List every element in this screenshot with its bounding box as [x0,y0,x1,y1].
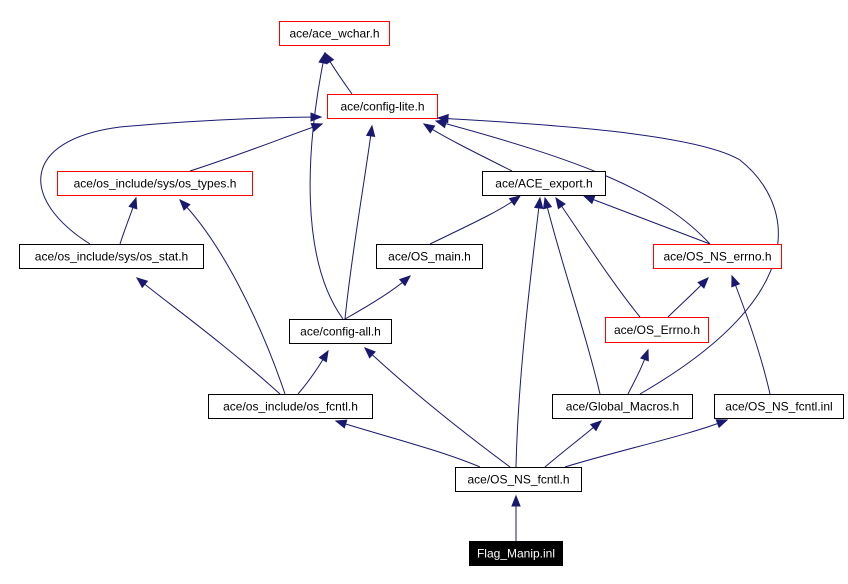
node-box [19,244,204,269]
node-os-ns-errno[interactable]: ace/OS_NS_errno.h [653,244,782,269]
node-os-stat[interactable]: ace/os_include/sys/os_stat.h [19,244,204,269]
node-label: ace/OS_NS_errno.h [663,250,771,264]
edge-os-types-to-config-lite [189,123,323,172]
node-global-macros[interactable]: ace/Global_Macros.h [552,394,693,419]
arrowhead-config-all-to-config-lite [365,124,376,138]
arrowhead-global-macros-to-os-errno [639,348,649,362]
edge-config-all-to-ace-wchar [309,52,344,320]
arrowhead-config-all-to-ace-wchar [318,51,328,65]
edge-os-ns-errno-to-ace-export [583,195,711,245]
node-box [57,171,253,196]
node-label: ace/OS_NS_fcntl.inl [725,400,832,414]
node-box [552,394,693,419]
node-box [327,94,438,119]
node-config-all[interactable]: ace/config-all.h [289,319,392,344]
edge-config-all-to-os-main [344,275,411,320]
node-os-fcntl[interactable]: ace/os_include/os_fcntl.h [208,394,373,419]
arrowhead-os-ns-errno-to-config-lite [434,119,448,129]
node-label: ace/os_include/sys/os_stat.h [35,250,188,264]
edge-os-ns-fcntl-h-to-global-macros [544,420,602,468]
node-box [279,21,390,46]
edge-os-main-to-ace-export [429,195,521,245]
edge-os-ns-fcntl-h-to-os-ns-fcntl-inl [564,419,728,468]
edge-config-all-to-config-lite [344,125,373,320]
arrowhead-os-fcntl-to-os-stat [135,277,149,289]
node-os-ns-fcntl-inl[interactable]: ace/OS_NS_fcntl.inl [714,394,844,419]
arrowhead-config-all-to-os-main [398,275,412,287]
arrowhead-os-types-to-config-lite [310,123,324,132]
edge-os-ns-fcntl-h-to-ace-export [515,197,541,468]
node-label: ace/config-all.h [300,325,381,339]
node-os-main[interactable]: ace/OS_main.h [376,244,483,269]
node-os-ns-fcntl-h[interactable]: ace/OS_NS_fcntl.h [455,467,582,492]
arrowhead-os-fcntl-to-os-types [179,199,191,211]
arrowhead-os-fcntl-to-config-all [318,349,329,363]
arrowhead-os-ns-fcntl-h-to-os-ns-fcntl-inl [715,419,729,429]
edge-ace-export-to-config-lite [423,123,513,172]
node-label: ace/ACE_export.h [495,177,592,191]
edge-global-macros-to-ace-export [544,197,601,395]
node-box [376,244,483,269]
edge-os-ns-fcntl-h-to-config-all [364,347,511,468]
arrowhead-os-ns-fcntl-h-to-ace-export [534,196,544,209]
arrowhead-ace-export-to-config-lite [422,123,436,134]
arrowhead-os-main-to-ace-export [508,195,522,206]
node-box [605,317,709,343]
edge-os-fcntl-to-os-stat [136,277,281,395]
arrowhead-os-stat-to-os-types [128,196,138,210]
node-label: ace/OS_NS_fcntl.h [467,473,569,487]
arrowhead-global-macros-to-config-lite [436,113,449,124]
edge-os-ns-fcntl-inl-to-os-ns-errno [731,275,771,395]
arrowhead-os-ns-fcntl-inl-to-os-ns-errno [731,274,741,288]
node-box [482,171,606,196]
arrowhead-os-ns-fcntl-h-to-global-macros [589,420,603,432]
arrowhead-os-ns-fcntl-h-to-config-all [364,347,376,359]
node-ace-wchar[interactable]: ace/ace_wchar.h [279,21,390,46]
edge-os-stat-to-config-lite [40,116,322,245]
arrowhead-os-errno-to-os-ns-errno [697,277,709,289]
node-box [208,394,373,419]
node-os-types[interactable]: ace/os_include/sys/os_types.h [57,171,253,196]
arrowhead-os-stat-to-config-lite [310,112,323,122]
edge-os-errno-to-ace-export [555,197,641,318]
node-box [714,394,844,419]
node-label: ace/OS_main.h [388,250,471,264]
arrowhead-os-ns-fcntl-h-to-os-fcntl [334,419,348,429]
node-box [469,541,563,566]
arrowhead-flag-manip-to-os-ns-fcntl-h [511,494,521,507]
graph-nodes: ace/ace_wchar.h ace/config-lite.h ace/os_i… [19,21,844,566]
edge-global-macros-to-config-lite [437,117,779,395]
node-label: ace/Global_Macros.h [566,400,679,414]
arrowhead-os-errno-to-ace-export [555,196,566,210]
graph-edges [40,51,779,541]
edge-os-ns-errno-to-config-lite [435,120,711,245]
node-ace-export[interactable]: ace/ACE_export.h [482,171,606,196]
node-box [455,467,582,492]
node-box [653,244,782,269]
edge-os-fcntl-to-os-types [179,199,286,395]
node-label: ace/OS_Errno.h [614,323,700,337]
node-config-lite[interactable]: ace/config-lite.h [327,94,438,119]
edge-os-ns-fcntl-h-to-os-fcntl [335,420,481,468]
node-label: ace/os_include/os_fcntl.h [223,400,358,414]
node-label: ace/config-lite.h [340,100,424,114]
node-flag-manip: Flag_Manip.inl [469,541,563,566]
arrowhead-global-macros-to-ace-export [542,196,553,210]
node-label: ace/os_include/sys/os_types.h [74,177,237,191]
node-label: ace/ace_wchar.h [289,27,379,41]
node-label: Flag_Manip.inl [477,547,555,561]
node-box [289,319,392,344]
node-os-errno[interactable]: ace/OS_Errno.h [605,317,709,343]
arrowhead-os-ns-errno-to-ace-export [582,195,596,205]
